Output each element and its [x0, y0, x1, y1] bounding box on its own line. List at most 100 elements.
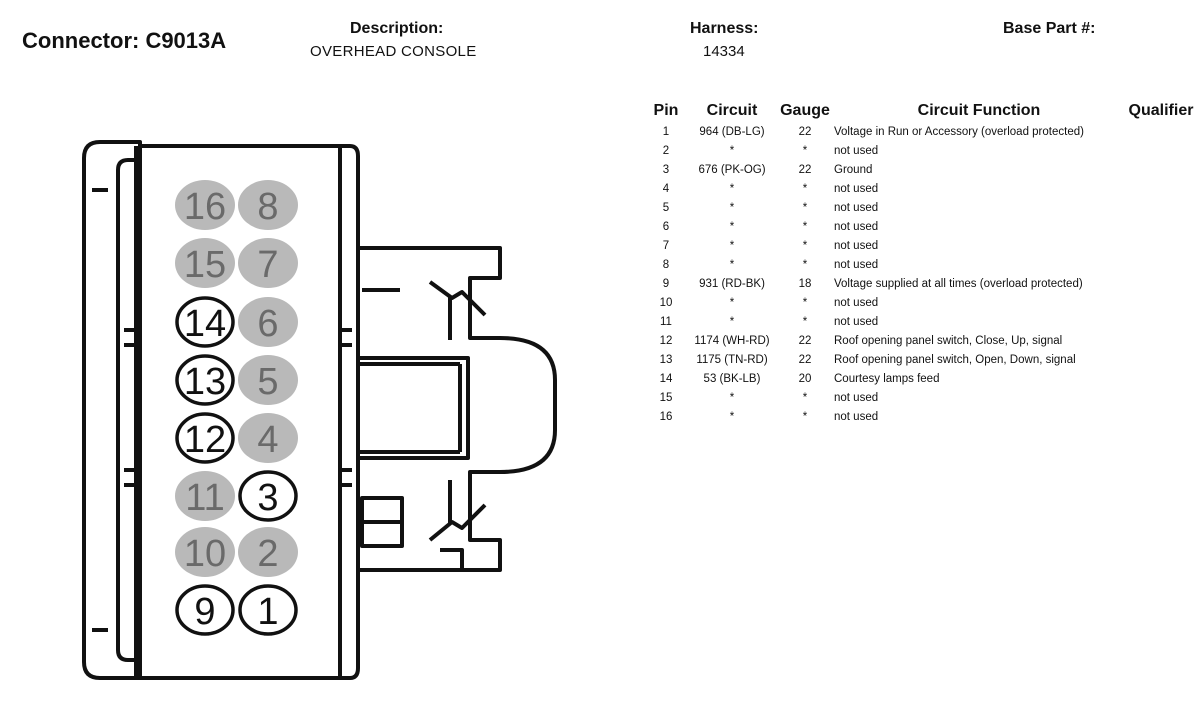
- pin-cavity: 9: [175, 584, 235, 636]
- pin-cavity: 16: [175, 180, 235, 230]
- pin-cavity: 5: [238, 355, 298, 405]
- table-row: 7 * * not used: [648, 236, 1198, 255]
- pin-10-circle: [175, 527, 235, 577]
- gauge-cell: *: [802, 220, 808, 233]
- circuit-cell: *: [729, 220, 735, 233]
- header-qualifier: Qualifier: [1128, 102, 1194, 119]
- gauge-cell: 18: [798, 277, 812, 290]
- pin-cell: 4: [662, 182, 670, 195]
- pin-cavity: 8: [238, 180, 298, 230]
- pin-2-label: 2: [257, 533, 278, 575]
- pin-12-circle: [175, 412, 235, 464]
- table-row: 11**not used: [648, 312, 1198, 331]
- pin-cell: 16: [659, 410, 673, 423]
- pin-cell: 13: [659, 353, 673, 366]
- gauge-cell: *: [802, 201, 808, 214]
- gauge-cell: *: [802, 391, 808, 404]
- pin-cell: 8: [662, 258, 670, 271]
- pin-cavity: 15: [175, 238, 235, 288]
- circuit-cell: 1175 (TN-RD): [696, 353, 768, 366]
- pin-cell: 10: [659, 296, 673, 309]
- pin-cell: 7: [662, 239, 670, 252]
- pin-8-circle: [238, 180, 298, 230]
- circuit-cell: 1174 (WH-RD): [694, 334, 770, 347]
- function-cell: not used: [834, 201, 879, 214]
- pin-cavity: 13: [175, 354, 235, 406]
- function-cell: Roof opening panel switch, Close, Up, si…: [834, 334, 1063, 347]
- circuit-cell: 53 (BK-LB): [703, 372, 761, 385]
- pin-5-circle: [238, 355, 298, 405]
- pin-14-circle: [175, 296, 235, 348]
- pin-9-label: 9: [194, 591, 215, 633]
- pin-12-label: 12: [184, 419, 226, 461]
- pin-cavity: 1: [238, 584, 298, 636]
- header-circuit-function: Circuit Function: [917, 102, 1041, 119]
- pin-9-circle: [175, 584, 235, 636]
- pin-cell: 5: [662, 201, 670, 214]
- table-row: 5**not used: [648, 198, 1198, 217]
- connector-face: [138, 144, 342, 680]
- pin-5-label: 5: [257, 361, 278, 403]
- description-label: Description:: [350, 20, 444, 37]
- pin-cavity: 14: [175, 296, 235, 348]
- pin-cavity: 3: [238, 470, 298, 522]
- pin-cavity: 12: [175, 412, 235, 464]
- circuit-cell: *: [729, 239, 735, 252]
- gauge-cell: *: [802, 144, 808, 157]
- circuit-cell: *: [729, 315, 735, 328]
- circuit-cell: *: [729, 182, 735, 195]
- pin-cavity: 2: [238, 527, 298, 577]
- qualifier-cell: [1124, 236, 1198, 255]
- connector-housing: [82, 140, 142, 680]
- pin-cell: 1: [662, 125, 670, 138]
- pin-7-label: 7: [257, 244, 278, 286]
- qualifier-cell: [1124, 369, 1198, 388]
- qualifier-cell: [1124, 293, 1198, 312]
- pin-4-label: 4: [257, 419, 278, 461]
- circuit-cell: *: [729, 296, 735, 309]
- pin-7-circle: [238, 238, 298, 288]
- circuit-cell: *: [729, 391, 735, 404]
- qualifier-cell: [1124, 407, 1198, 426]
- qualifier-cell: [1124, 179, 1198, 198]
- gauge-cell: *: [802, 410, 808, 423]
- gauge-cell: *: [802, 315, 808, 328]
- qualifier-cell: [1124, 217, 1198, 236]
- function-cell: not used: [834, 220, 879, 233]
- base-part-label: Base Part #:: [1003, 20, 1096, 37]
- pin-cavity: 7: [238, 238, 298, 288]
- table-row: 8**not used: [648, 255, 1198, 274]
- pin-13-circle: [175, 354, 235, 406]
- pin-10-label: 10: [184, 533, 226, 575]
- pin-16-circle: [175, 180, 235, 230]
- function-cell: not used: [834, 182, 879, 195]
- circuit-cell: *: [729, 144, 735, 157]
- function-cell: not used: [834, 144, 879, 157]
- pin-1-circle: [238, 584, 298, 636]
- description-value: OVERHEAD CONSOLE: [310, 43, 477, 60]
- header-pin: Pin: [653, 102, 679, 119]
- qualifier-cell: [1124, 274, 1198, 293]
- gauge-cell: 22: [798, 163, 812, 176]
- gauge-cell: 22: [798, 125, 812, 138]
- pin-15-circle: [175, 238, 235, 288]
- pin-3-label: 3: [257, 477, 278, 519]
- pin-6-circle: [238, 297, 298, 347]
- pin-6-label: 6: [257, 303, 278, 345]
- pin-cell: 9: [662, 277, 670, 290]
- pin-table: Pin Circuit Gauge Circuit Function Quali…: [648, 100, 1198, 426]
- gauge-cell: *: [802, 182, 808, 195]
- table-row: 10**not used: [648, 293, 1198, 312]
- function-cell: Voltage in Run or Accessory (overload pr…: [834, 125, 1084, 138]
- gauge-cell: *: [802, 239, 808, 252]
- function-cell: not used: [834, 239, 879, 252]
- gauge-cell: *: [802, 296, 808, 309]
- harness-value: 14334: [703, 43, 745, 60]
- qualifier-cell: [1124, 312, 1198, 331]
- gauge-cell: 20: [798, 372, 812, 385]
- circuit-cell: *: [729, 258, 735, 271]
